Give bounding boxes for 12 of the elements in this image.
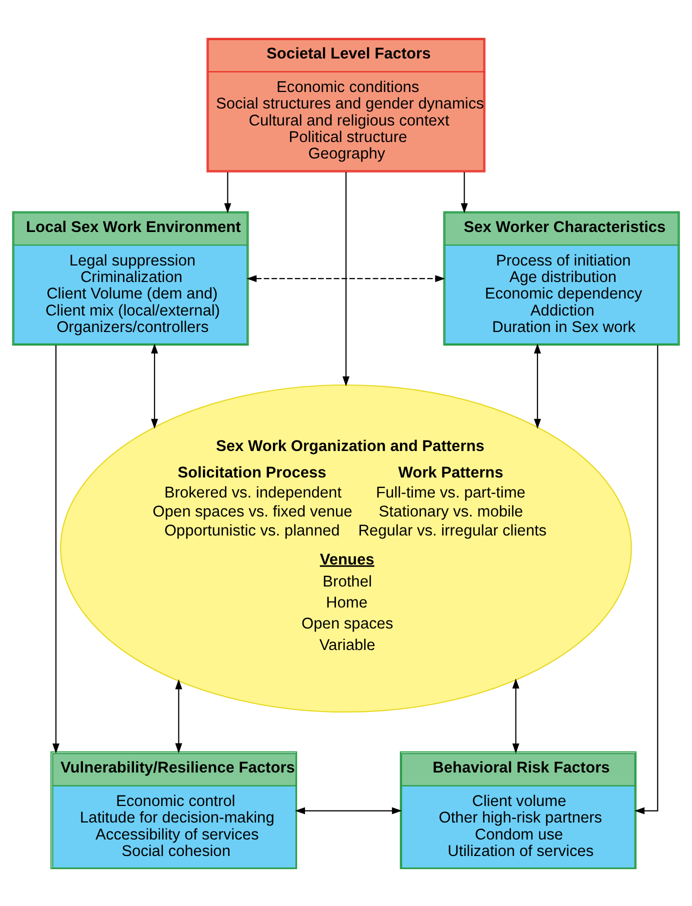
arrow xyxy=(534,343,541,428)
arrow xyxy=(342,171,350,386)
arrow xyxy=(175,678,182,753)
arrow xyxy=(634,344,658,814)
arrow xyxy=(512,678,520,754)
arrow xyxy=(151,343,158,428)
arrow xyxy=(294,806,402,814)
arrow xyxy=(52,344,60,753)
arrow xyxy=(460,172,468,213)
arrow xyxy=(246,274,446,282)
arrow xyxy=(224,172,232,213)
node-ellipse: Sex Work Organization and Patterns Solicitation Process Brokered vs. independent Open spaces vs. fixed venue Opportunistic vs. planned Work Patterns Full-time vs. part-time Stationary vs. mobile Regular vs. irregular clients Venues Brothel Home Open spaces Variable xyxy=(60,384,632,712)
